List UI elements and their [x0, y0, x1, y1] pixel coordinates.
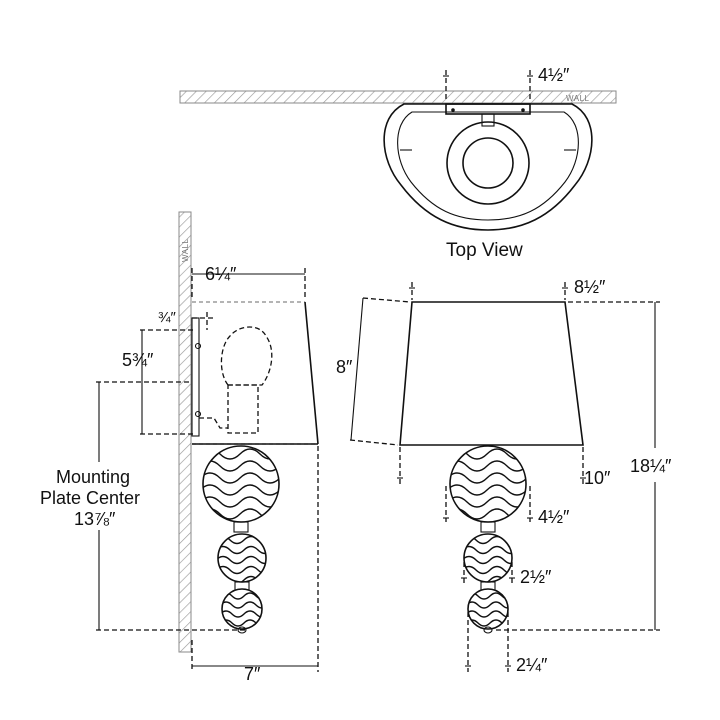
front-ball-large-dim: 4½″: [538, 507, 570, 527]
top-canopy-outline: [383, 103, 593, 231]
side-offset-dim: ¾″: [158, 309, 177, 326]
front-shade-height-dim: 8″: [336, 357, 353, 377]
front-shade-bottom-dim: 10″: [584, 468, 611, 488]
side-socket: [227, 384, 259, 434]
top-canopy-inner: [397, 111, 579, 221]
top-backplate-dim: 4½″: [538, 65, 570, 85]
side-wall: [178, 211, 192, 653]
mounting-value: 13⅞″: [74, 509, 116, 529]
top-shade-ring-outer: [446, 121, 530, 205]
side-plate-dim: 5¾″: [122, 350, 154, 370]
top-screw-left: [451, 108, 455, 112]
side-shade-edge: [304, 301, 319, 445]
side-depth-dim: 6¼″: [205, 264, 237, 284]
front-shade: [399, 301, 584, 446]
front-overall-height-dim: 18¼″: [630, 456, 672, 476]
front-ball-medium-dim: 2½″: [520, 567, 552, 587]
mounting-label-line2: Plate Center: [40, 488, 140, 508]
side-backplate: [191, 317, 200, 437]
mounting-label-line1: Mounting: [56, 467, 130, 487]
side-view: WALL 6¼″: [40, 211, 319, 684]
top-shade-ring-inner: [462, 137, 514, 189]
side-wall-label: WALL: [181, 238, 190, 262]
top-wall: [179, 90, 617, 104]
front-view: 8½″ 8″ 10″ 18¼″ 4½″ 2½″ 2: [336, 277, 672, 675]
top-view: WALL 4½″ Top View: [179, 65, 617, 261]
top-wall-label: WALL: [566, 94, 590, 103]
top-screw-right: [521, 108, 525, 112]
side-ball-small: [221, 588, 263, 630]
side-base-dim: 7″: [244, 664, 261, 684]
side-bulb: [220, 326, 273, 386]
side-screw-bottom: [194, 410, 202, 418]
front-ball-small-dim: 2¼″: [516, 655, 548, 675]
top-view-title: Top View: [446, 240, 523, 261]
side-screw-top: [194, 342, 202, 350]
top-arm: [481, 113, 495, 127]
front-ball-small: [467, 588, 509, 630]
front-shade-top-dim: 8½″: [574, 277, 606, 297]
